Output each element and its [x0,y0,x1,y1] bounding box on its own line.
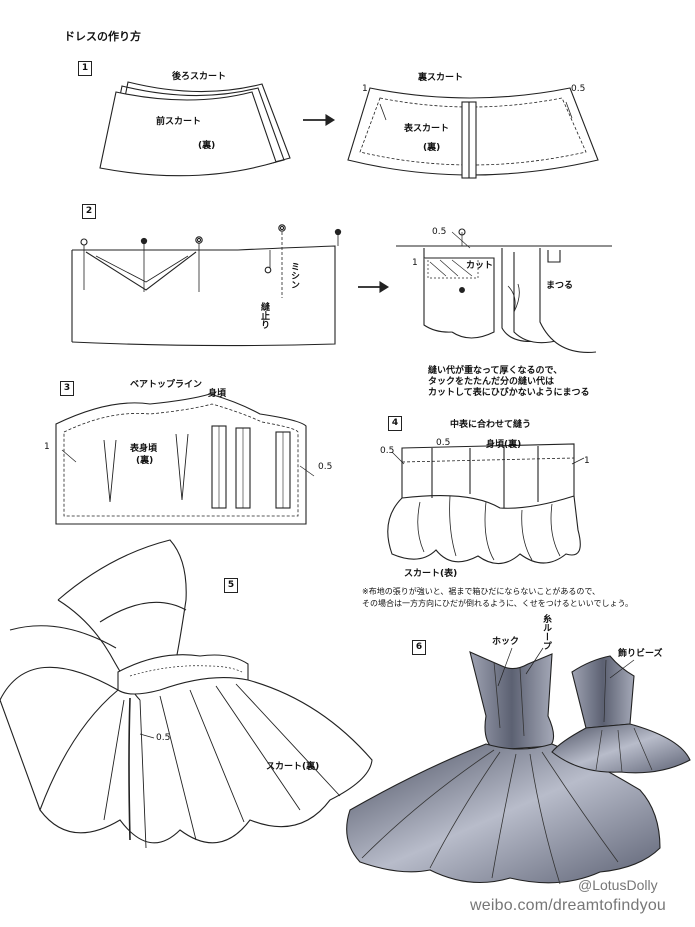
step-number-6: 6 [412,640,426,655]
label-outer-bodice: 表身頃 [130,444,158,454]
label-step4-05a: 0.5 [380,446,395,456]
step4-bodice-skirt [387,443,585,565]
step-number-4: 4 [388,416,402,431]
note-step2-line1: 縫い代が重なって厚くなるので、 [428,366,563,376]
note-step2-line2: タックをたたんだ分の縫い代は [428,377,555,387]
label-step2-1: 1 [412,258,418,268]
callout-lines [497,647,635,687]
step2-tuck-right [396,228,612,353]
label-skirt-front: スカート(表) [404,569,458,579]
step-number-1: 1 [78,61,92,76]
watermark-handle: @LotusDolly [578,877,658,893]
step6-dress-back [551,655,691,774]
note-line1: ※布地の張りが強いと、裾まで箱ひだにならないことがあるので、 [362,587,601,596]
label-step2-05: 0.5 [432,227,447,237]
label-outer-skirt: 表スカート [404,124,450,134]
step1-skirt-right [347,87,599,179]
step2-tuck-left [71,224,342,347]
label-step4-05b: 0.5 [436,438,451,448]
label-reverse-2: (裏) [423,143,441,153]
step3-bodice [55,393,315,525]
arrow-2 [358,281,390,293]
arrow-1 [303,114,336,126]
label-thread-loop: 糸ループ [541,614,551,650]
label-hook: ホック [492,637,520,647]
step5-dress-inside [0,539,373,849]
label-bare-top-line: ベアトップライン [130,380,203,390]
label-bodice-back: 身頃(裏) [486,440,522,450]
note-line2: その場合は一方方向にひだが倒れるように、くせをつけるといいでしょう。 [362,599,634,608]
label-skirt-reverse: スカート(裏) [266,762,320,772]
note-step2-line3: カットして表にひびかないようにまつる [428,388,590,398]
label-reverse-1: (裏) [198,141,216,151]
label-front-skirt: 前スカート [156,117,202,127]
step1-skirt-left [99,81,291,177]
label-blind-stitch: まつる [546,281,574,291]
label-step3-05: 0.5 [318,462,333,472]
watermark-url: weibo.com/dreamtofindyou [470,897,667,914]
label-bodice: 身頃 [208,389,227,399]
label-margin-1: 1 [362,84,368,94]
label-sew-center: 中表に合わせて縫う [450,420,532,430]
label-decor-beads: 飾りビーズ [618,649,663,659]
step6-dress-front [346,651,661,885]
label-stop-stitch: 縫止り [259,302,269,329]
label-lining-skirt: 裏スカート [418,73,464,83]
label-step3-1: 1 [44,442,50,452]
label-margin-05: 0.5 [571,84,586,94]
label-step5-05: 0.5 [156,733,171,743]
label-back-skirt: 後ろスカート [172,72,227,82]
label-cut: カット [466,261,494,271]
label-step4-1: 1 [584,456,590,466]
label-sewing: ミシン [289,262,299,289]
step-number-3: 3 [60,381,74,396]
label-step3-reverse: (裏) [136,456,154,466]
step-number-2: 2 [82,204,96,219]
step-number-5: 5 [224,578,238,593]
page-title: ドレスの作り方 [64,30,141,43]
